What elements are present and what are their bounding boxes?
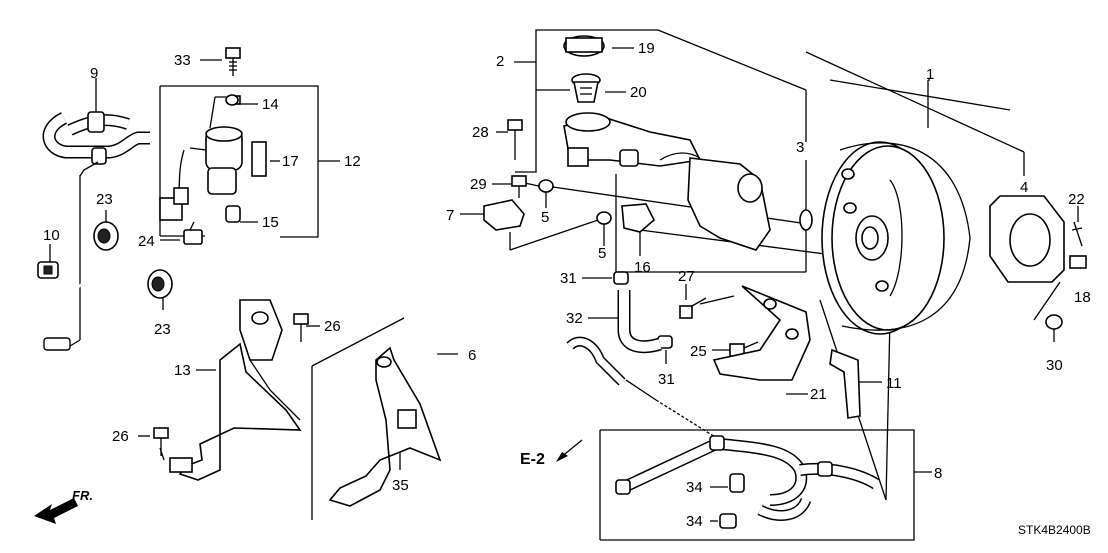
- label-26-lower: 26: [112, 428, 129, 445]
- label-34-upper: 34: [686, 479, 703, 496]
- label-28: 28: [472, 124, 489, 141]
- label-13: 13: [174, 362, 191, 379]
- bolt-29: [511, 175, 527, 198]
- o-ring-3: [799, 209, 813, 231]
- label-31-lower: 31: [658, 371, 675, 388]
- bracket-21: [712, 285, 811, 381]
- label-22: 22: [1068, 191, 1085, 208]
- pin-22: [1071, 221, 1083, 247]
- label-23-upper: 23: [96, 191, 113, 208]
- diagram-code: STK4B2400B: [1018, 523, 1091, 537]
- label-32: 32: [566, 310, 583, 327]
- clip-34-lower: [719, 513, 737, 529]
- strainer-20: [571, 73, 601, 103]
- label-27: 27: [678, 268, 695, 285]
- grommet-23-upper: [93, 221, 119, 251]
- grommet-23-lower: [147, 269, 173, 299]
- nut-5-lower: [596, 211, 612, 225]
- label-8: 8: [934, 465, 942, 482]
- clip-34-upper: [729, 473, 745, 493]
- label-4: 4: [1020, 179, 1028, 196]
- label-5-lower: 5: [598, 245, 606, 262]
- hose-9: [42, 111, 150, 177]
- label-9: 9: [90, 65, 98, 82]
- vacuum-pump: [159, 94, 267, 223]
- label-23-lower: 23: [154, 321, 171, 338]
- nut-30: [1045, 314, 1063, 330]
- label-5-upper: 5: [541, 209, 549, 226]
- label-19: 19: [638, 40, 655, 57]
- stay-bracket-13: [169, 299, 302, 481]
- label-21: 21: [810, 386, 827, 403]
- bracket-11: [829, 348, 861, 419]
- label-3: 3: [796, 139, 804, 156]
- brake-booster-1: [821, 141, 971, 335]
- label-7: 7: [446, 207, 454, 224]
- bolt-26-upper: [293, 313, 309, 342]
- clip-10: [37, 261, 59, 279]
- label-25: 25: [690, 343, 707, 360]
- label-10: 10: [43, 227, 60, 244]
- leader-lines: [49, 29, 1079, 541]
- label-33: 33: [174, 52, 191, 69]
- bolt-18: [1069, 255, 1087, 269]
- label-29: 29: [470, 176, 487, 193]
- reservoir-cap-19: [563, 35, 605, 57]
- part-labels: 1 2 3 4 5 5 6 7 8 9 10 11 12 13 14 15 16…: [43, 40, 1091, 530]
- vacuum-pipe-6: [34, 248, 586, 540]
- label-30: 30: [1046, 357, 1063, 374]
- label-12: 12: [344, 153, 361, 170]
- label-20: 20: [630, 84, 647, 101]
- clamp-31-upper: [613, 271, 629, 285]
- label-18: 18: [1074, 289, 1091, 306]
- master-cylinder: [563, 112, 771, 251]
- bolt-27: [679, 297, 707, 319]
- hose-32: [617, 290, 662, 354]
- gasket-4: [989, 195, 1065, 283]
- clip-24: [183, 221, 203, 245]
- label-31-upper: 31: [560, 270, 577, 287]
- connector-hose: [566, 336, 626, 386]
- label-24: 24: [138, 233, 155, 250]
- hose-group-8: [615, 435, 880, 521]
- label-17: 17: [282, 153, 299, 170]
- label-16: 16: [634, 259, 651, 276]
- bolt-28: [507, 119, 523, 140]
- front-label: FR.: [72, 488, 93, 503]
- label-2: 2: [496, 53, 504, 70]
- front-arrow-icon: [34, 498, 78, 524]
- bolt-26-lower: [153, 427, 169, 456]
- label-14: 14: [262, 96, 279, 113]
- check-valve-16: [621, 203, 655, 233]
- sensor-7: [483, 199, 525, 231]
- bracket-35: [328, 346, 442, 507]
- label-15: 15: [262, 214, 279, 231]
- reference-e2: E-2: [520, 451, 545, 468]
- nut-5-upper: [538, 179, 554, 193]
- label-11: 11: [886, 375, 902, 392]
- label-34-lower: 34: [686, 513, 703, 530]
- label-26-upper: 26: [324, 318, 341, 335]
- label-1: 1: [926, 66, 934, 83]
- label-35: 35: [392, 477, 409, 494]
- label-6: 6: [468, 347, 476, 364]
- bolt-33: [225, 47, 241, 76]
